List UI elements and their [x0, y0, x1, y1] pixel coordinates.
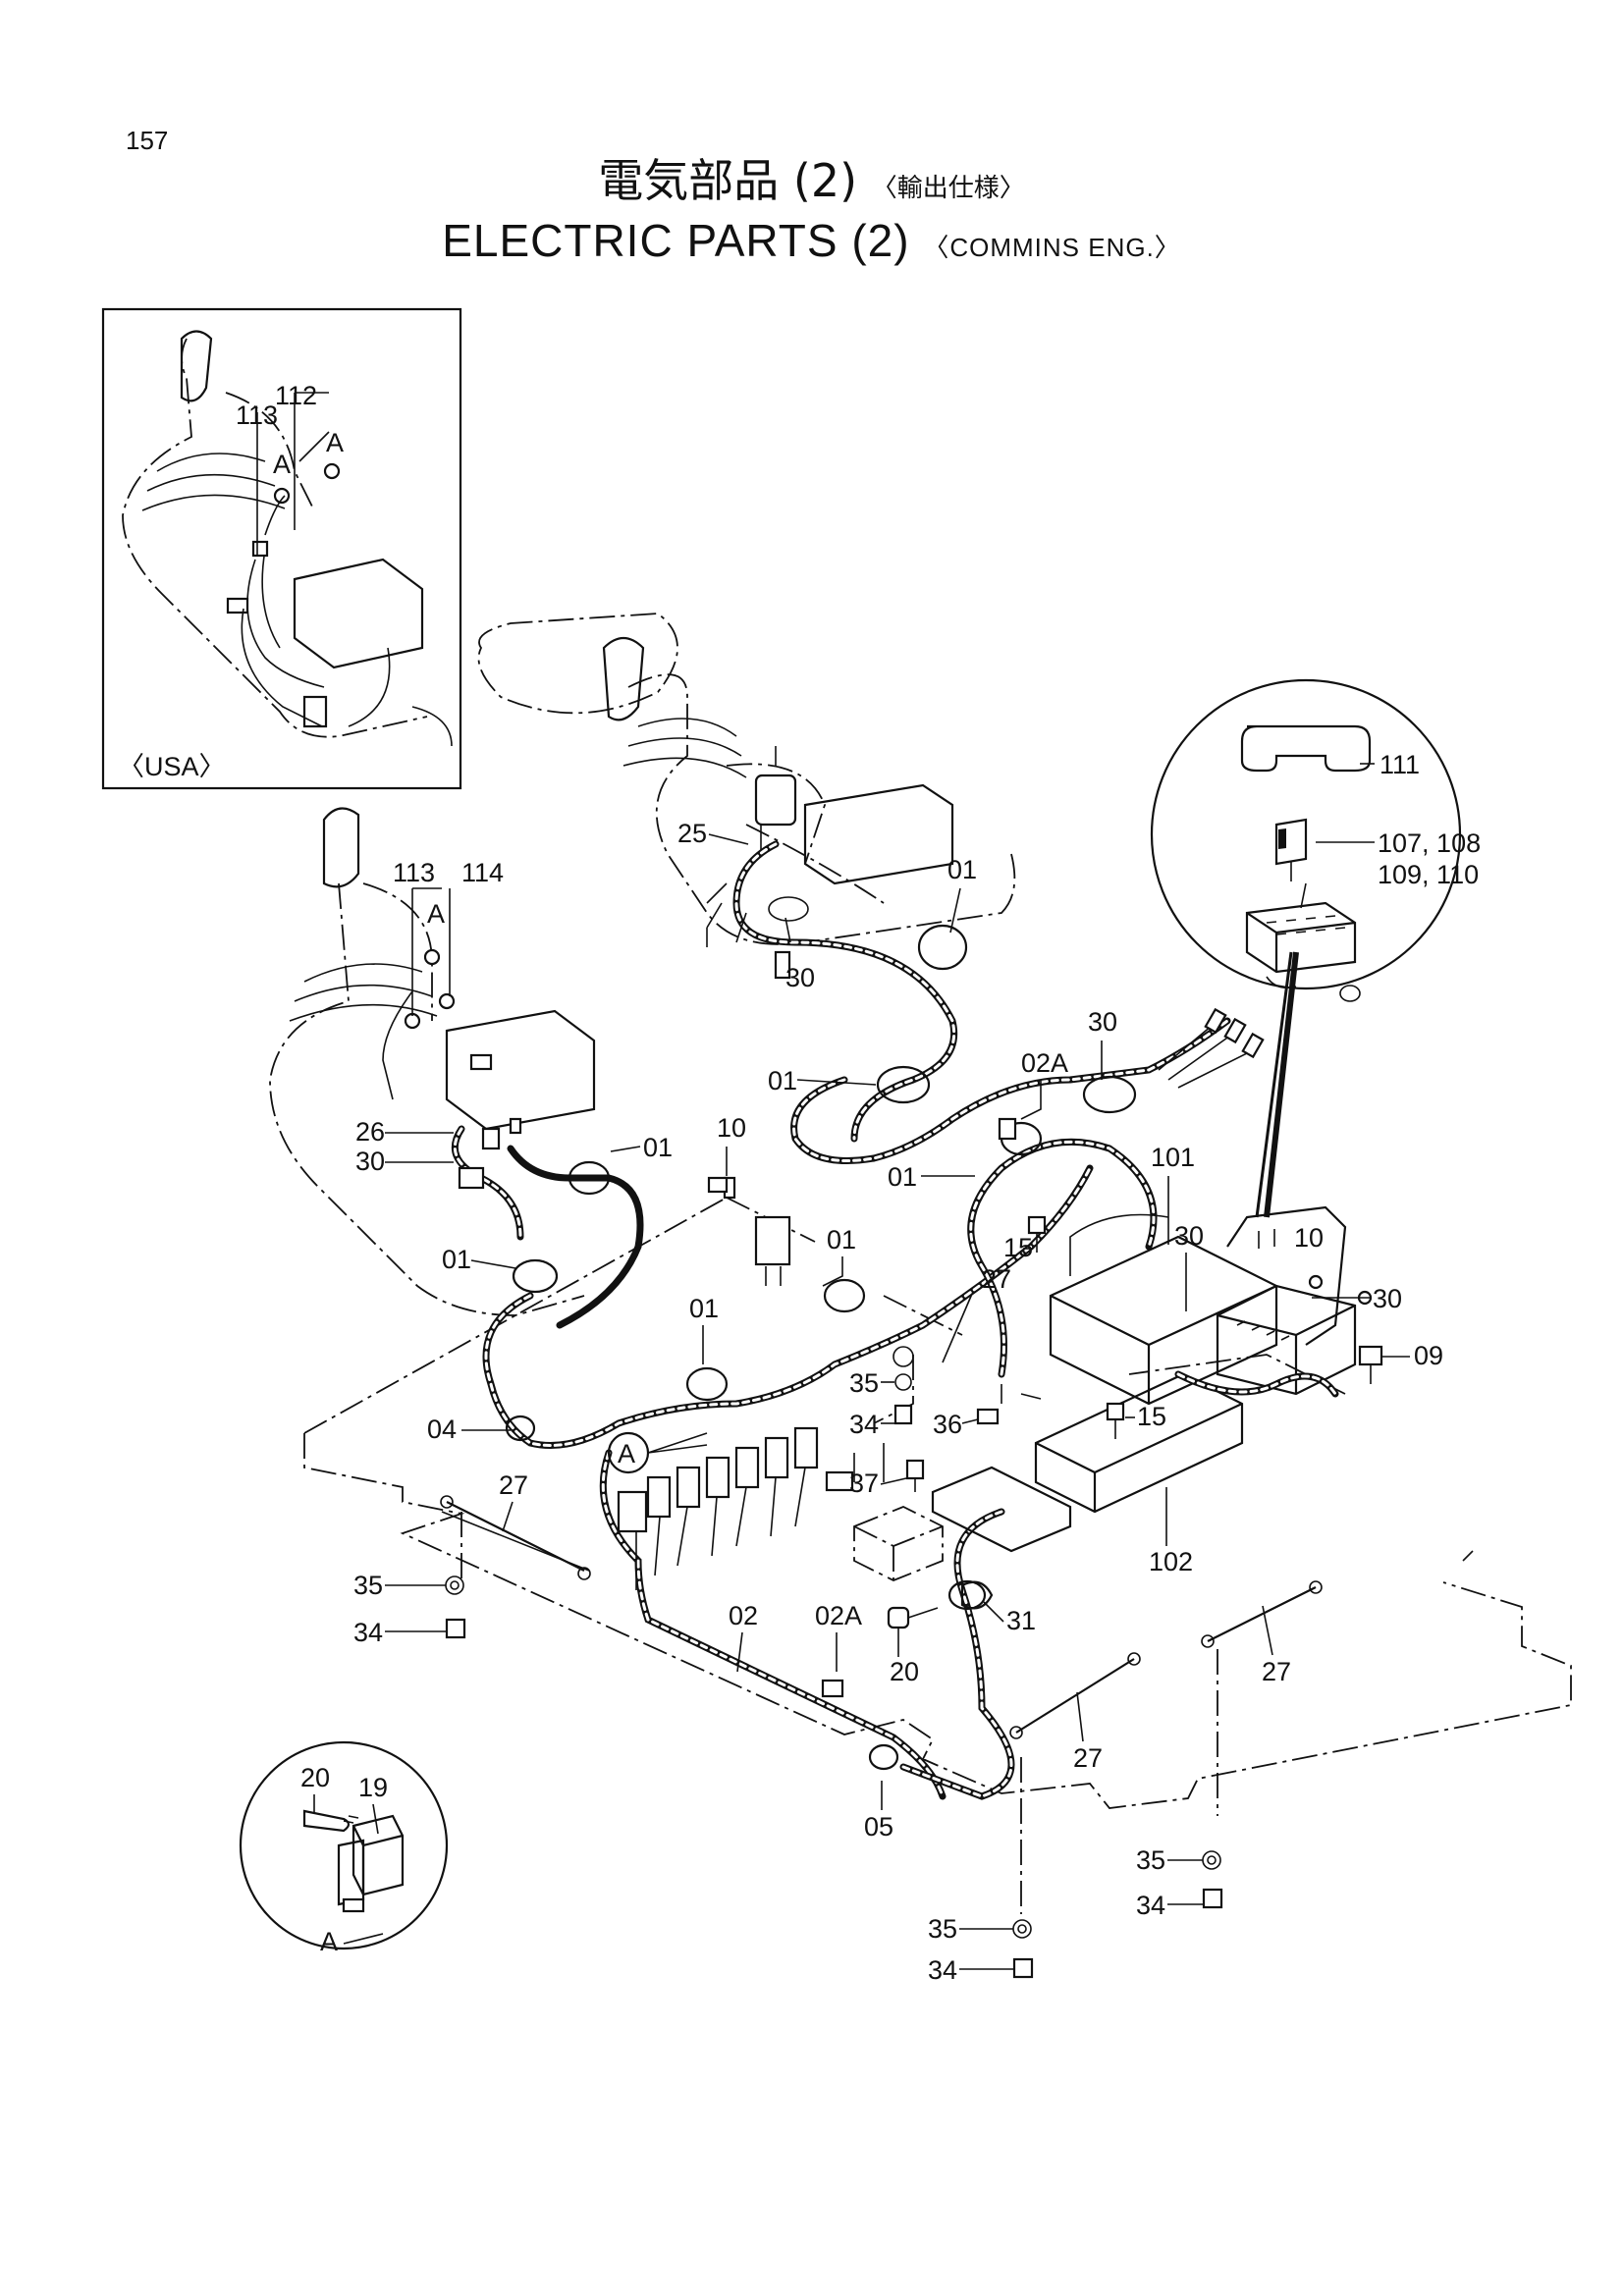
callout-19-detail: 19: [358, 1773, 388, 1802]
controllers: 101 102: [853, 1143, 1278, 1581]
fuse-box-assembly: 30 10 30 09: [1174, 951, 1443, 1398]
callout-111: 111: [1380, 750, 1420, 779]
callout-a-circle: A: [618, 1439, 635, 1468]
callout-01-e: 01: [827, 1225, 856, 1255]
fuse-detail-circle: 111 107, 108 109, 110: [1150, 678, 1481, 1002]
callout-102: 102: [1149, 1547, 1193, 1576]
callout-15-a: 15: [1003, 1233, 1033, 1262]
plate-callouts: 27 27 35 34 27 27 35 34 35 34: [353, 1264, 1291, 1985]
callout-30-mid: 30: [1174, 1221, 1204, 1251]
callout-101: 101: [1151, 1143, 1195, 1172]
page-number: 157: [126, 126, 169, 155]
title-japanese: 電気部品 (2) 〈輸出仕様〉: [0, 145, 1623, 210]
relay-connectors: A: [607, 1426, 885, 1590]
callout-04: 04: [427, 1415, 457, 1444]
callout-35-b: 35: [353, 1571, 383, 1600]
left-control-lever: 113 114 A 26 30 01 01: [269, 807, 673, 1329]
title-japanese-sub: 〈輸出仕様〉: [871, 174, 1025, 203]
inset-usa-label: 〈USA〉: [118, 752, 226, 781]
callout-02: 02: [729, 1601, 758, 1630]
callout-25: 25: [677, 819, 707, 848]
main-harness: 02A 30 01 10 01 01 01 04 02 02A 05: [427, 1007, 1265, 1842]
callout-27-b: 27: [499, 1470, 528, 1500]
callout-107-108: 107, 108: [1378, 828, 1481, 858]
callout-01-a: 01: [768, 1066, 797, 1095]
detail-a-circle: 20 19 A: [239, 1740, 449, 1956]
callout-02a-top: 02A: [1021, 1048, 1068, 1078]
callout-35-d: 35: [928, 1914, 957, 1944]
callout-a1-usa: A: [273, 450, 291, 479]
callout-20: 20: [890, 1657, 919, 1686]
callout-10: 10: [717, 1113, 746, 1143]
callout-35-a: 35: [849, 1368, 879, 1398]
callout-05: 05: [864, 1812, 893, 1842]
callout-109-110: 109, 110: [1378, 860, 1479, 889]
callout-113-usa: 113: [236, 400, 278, 430]
callout-27-c: 27: [1262, 1657, 1291, 1686]
callout-27-a: 27: [982, 1264, 1011, 1294]
title-english: ELECTRIC PARTS (2) 〈COMMINS ENG.〉: [0, 214, 1623, 267]
callout-114: 114: [461, 858, 504, 887]
title-english-sub: 〈COMMINS ENG.〉: [923, 233, 1181, 262]
callout-37: 37: [849, 1468, 879, 1498]
callout-01-c: 01: [442, 1245, 471, 1274]
callout-34-b: 34: [353, 1618, 383, 1647]
callout-15-b: 15: [1137, 1402, 1166, 1431]
callout-a2-usa: A: [326, 428, 344, 457]
callout-30-right: 30: [1088, 1007, 1117, 1037]
callout-30-left: 30: [355, 1147, 385, 1176]
usa-inset: 〈USA〉 113 112 A A: [101, 307, 462, 790]
callout-20-detail: 20: [300, 1763, 330, 1792]
callout-09: 09: [1414, 1341, 1443, 1370]
callout-02a-bottom: 02A: [815, 1601, 862, 1630]
callout-10-right: 10: [1294, 1223, 1324, 1253]
callout-01-top: 01: [947, 855, 977, 884]
callout-27-d: 27: [1073, 1743, 1103, 1773]
callout-34-d: 34: [928, 1955, 957, 1985]
callout-01-d: 01: [888, 1162, 917, 1192]
detail-a-label: A: [320, 1927, 338, 1956]
callout-36: 36: [933, 1410, 962, 1439]
callout-01-b: 01: [643, 1133, 673, 1162]
callout-113: 113: [393, 858, 435, 887]
title-japanese-main: 電気部品 (2): [598, 154, 858, 207]
callout-30-top: 30: [785, 963, 815, 992]
callout-01-f: 01: [689, 1294, 719, 1323]
callout-34-c: 34: [1136, 1891, 1165, 1920]
callout-35-c: 35: [1136, 1845, 1165, 1875]
callout-31: 31: [1006, 1606, 1036, 1635]
callout-26: 26: [355, 1117, 385, 1147]
title-english-main: ELECTRIC PARTS (2): [442, 215, 910, 266]
right-control-lever: 25 01 30: [477, 613, 1016, 1143]
callout-a-mid: A: [427, 899, 445, 929]
callout-112-usa: 112: [275, 381, 317, 410]
callout-34-a: 34: [849, 1410, 879, 1439]
fasteners: 15 15 35 34 36 37 31 20: [849, 1215, 1166, 1686]
callout-30-rr: 30: [1373, 1284, 1402, 1313]
